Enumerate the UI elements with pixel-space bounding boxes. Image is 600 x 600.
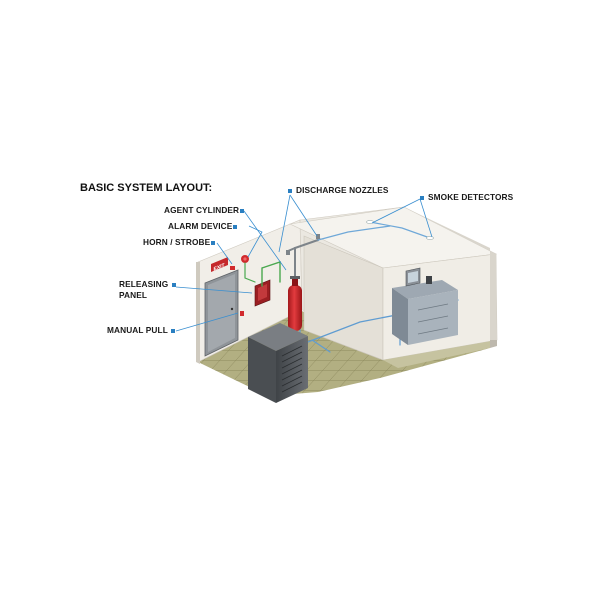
label-smoke-detectors: SMOKE DETECTORS [420,192,514,202]
marker-icon [288,189,292,193]
discharge-nozzle-1 [286,250,290,255]
svg-text:HORN / STROBE: HORN / STROBE [143,237,211,247]
marker-icon [172,283,176,287]
label-discharge-nozzles: DISCHARGE NOZZLES [288,185,389,195]
marker-icon [233,225,237,229]
computer-monitor [405,267,432,287]
svg-text:SMOKE DETECTORS: SMOKE DETECTORS [428,192,514,202]
door [204,269,239,357]
label-horn-strobe: HORN / STROBE [143,237,215,247]
marker-icon [211,241,215,245]
horn-strobe [230,266,235,270]
svg-text:AGENT CYLINDER: AGENT CYLINDER [164,205,239,215]
label-manual-pull: MANUAL PULL [107,325,175,335]
svg-text:ALARM DEVICE: ALARM DEVICE [168,221,233,231]
front-right-edge [490,340,497,348]
label-releasing-panel: RELEASING PANEL [119,279,176,300]
releasing-panel [254,279,271,307]
discharge-nozzle-2 [316,234,320,239]
svg-text:DISCHARGE NOZZLES: DISCHARGE NOZZLES [296,185,389,195]
exit-sign: EXIT [211,257,228,273]
svg-text:MANUAL PULL: MANUAL PULL [107,325,168,335]
manual-pull-station [240,311,244,316]
right-room-floor [383,340,497,368]
svg-text:RELEASING: RELEASING [119,279,168,289]
leader-lines [175,194,433,332]
marker-icon [240,209,244,213]
marker-icon [171,329,175,333]
label-alarm-device: ALARM DEVICE [168,221,237,231]
alarm-device [241,255,249,263]
front-left-edge [196,262,200,364]
marker-icon [420,196,424,200]
computer-desk [392,280,458,345]
smoke-detector-2 [426,236,434,240]
exit-sign-text: EXIT [214,262,226,273]
agent-cylinder [288,276,302,331]
label-agent-cylinder: AGENT CYLINDER [164,205,244,215]
diagram-title: BASIC SYSTEM LAYOUT: [80,182,212,194]
server-cabinet [248,323,308,403]
svg-text:PANEL: PANEL [119,290,147,300]
